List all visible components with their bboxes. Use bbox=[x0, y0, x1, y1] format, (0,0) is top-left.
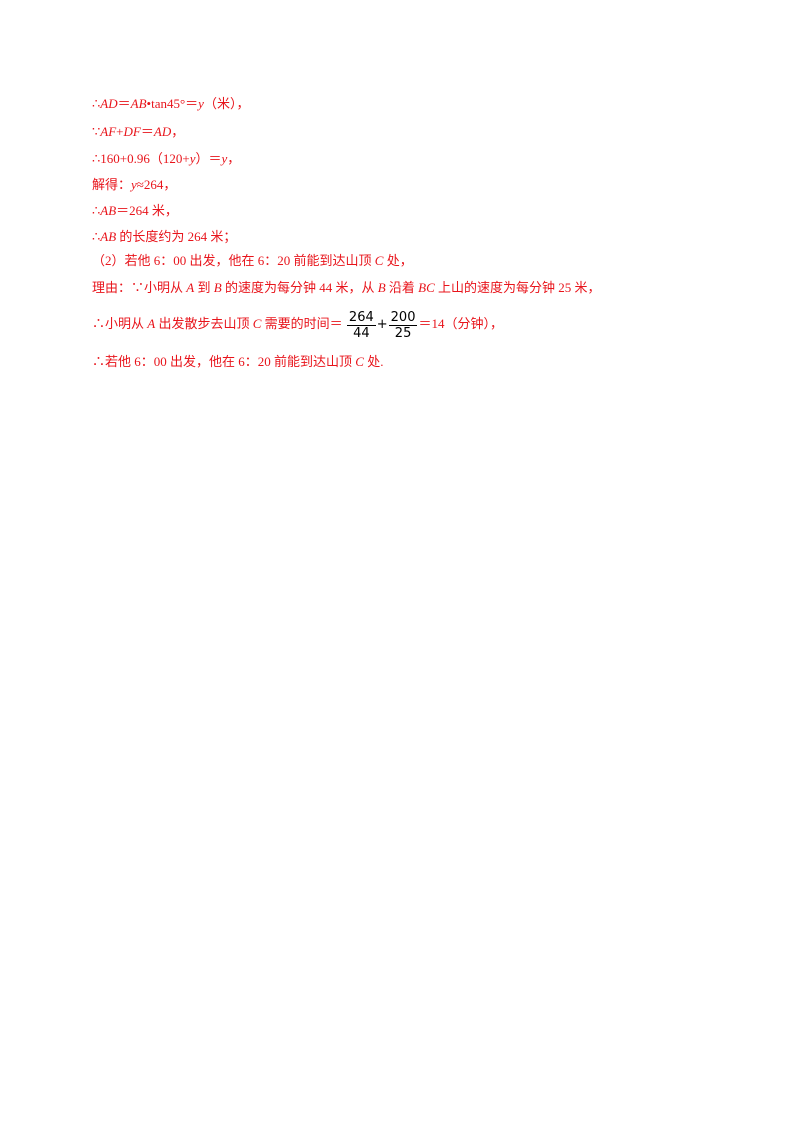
fraction-264-44: 264 44 bbox=[346, 309, 376, 341]
math-variable: B bbox=[213, 280, 222, 295]
fraction-1-numerator: 264 bbox=[346, 309, 376, 326]
math-variable: C bbox=[374, 253, 384, 268]
math-variable: DF bbox=[123, 124, 141, 139]
fraction-200-25: 200 25 bbox=[388, 309, 418, 341]
text-run: （米）， bbox=[203, 96, 250, 111]
line-8: 理由：∵小明从 A 到 B 的速度为每分钟 44 米，从 B 沿着 BC 上山的… bbox=[92, 280, 601, 296]
line-7: （2）若他 6：00 出发，他在 6：20 前能到达山顶 C 处， bbox=[92, 253, 413, 269]
text-run: 处. bbox=[363, 354, 384, 369]
math-variable: y bbox=[189, 151, 196, 166]
text-run: •tan45°＝ bbox=[146, 96, 199, 111]
math-variable: AB bbox=[130, 96, 147, 111]
text-run: ＝ bbox=[140, 124, 154, 139]
math-variable: y bbox=[221, 151, 228, 166]
line-9-prefix: ∴小明从 bbox=[92, 316, 148, 331]
text-run: ∴160+0.96（120+ bbox=[92, 151, 190, 166]
text-run: ， bbox=[227, 151, 241, 166]
math-variable: A bbox=[186, 280, 195, 295]
line-9-after: 需要的时间＝ bbox=[261, 316, 343, 331]
line-9-result: ＝14（分钟）， bbox=[418, 316, 503, 331]
text-run: ∵ bbox=[92, 124, 101, 139]
text-run: 到 bbox=[194, 280, 214, 295]
math-variable: AD bbox=[153, 124, 172, 139]
text-run: ∴ bbox=[92, 96, 101, 111]
text-run: + bbox=[116, 124, 124, 139]
text-run: 解得： bbox=[92, 177, 132, 192]
fraction-1-denominator: 44 bbox=[353, 325, 370, 341]
text-run: ， bbox=[171, 124, 185, 139]
line-9: ∴小明从 A 出发散步去山顶 C 需要的时间＝ 264 44 + 200 25 … bbox=[92, 308, 503, 341]
line-3: ∴160+0.96（120+y）＝y， bbox=[92, 151, 240, 167]
line-10: ∴若他 6：00 出发，他在 6：20 前能到达山顶 C 处. bbox=[92, 354, 383, 370]
fraction-2-numerator: 200 bbox=[388, 309, 418, 326]
text-run: 的速度为每分钟 44 米，从 bbox=[221, 280, 378, 295]
text-run: （2）若他 6：00 出发，他在 6：20 前能到达山顶 bbox=[92, 253, 375, 268]
text-run: ≈264， bbox=[136, 177, 177, 192]
text-run: 的长度约为 264 米； bbox=[116, 229, 237, 244]
line-9-mid: 出发散步去山顶 bbox=[155, 316, 253, 331]
math-variable: AF bbox=[100, 124, 117, 139]
line-1: ∴AD＝AB•tan45°＝y（米）， bbox=[92, 96, 249, 112]
plus-sign: + bbox=[376, 317, 388, 332]
text-run: 沿着 bbox=[385, 280, 419, 295]
line-2: ∵AF+DF＝AD， bbox=[92, 124, 184, 140]
math-variable: y bbox=[131, 177, 137, 192]
math-variable: AD bbox=[100, 96, 118, 111]
text-run: ∴若他 6：00 出发，他在 6：20 前能到达山顶 bbox=[92, 354, 356, 369]
line-9-var-c: C bbox=[252, 316, 262, 331]
line-5: ∴AB＝264 米， bbox=[92, 203, 178, 219]
line-9-var-a: A bbox=[147, 316, 156, 331]
text-run: 处， bbox=[383, 253, 413, 268]
math-variable: C bbox=[355, 354, 364, 369]
text-run: ∴ bbox=[92, 203, 101, 218]
text-run: ∴ bbox=[92, 229, 101, 244]
math-variable: y bbox=[198, 96, 204, 111]
text-run: ＝ bbox=[117, 96, 131, 111]
fraction-2-denominator: 25 bbox=[394, 325, 412, 341]
text-run: ＝264 米， bbox=[116, 203, 178, 218]
math-variable: AB bbox=[100, 203, 117, 218]
line-4: 解得：y≈264， bbox=[92, 177, 176, 193]
line-6: ∴AB 的长度约为 264 米； bbox=[92, 229, 236, 245]
text-run: 上山的速度为每分钟 25 米， bbox=[434, 280, 601, 295]
math-variable: BC bbox=[418, 280, 435, 295]
math-variable: AB bbox=[100, 229, 117, 244]
text-run: 理由：∵小明从 bbox=[92, 280, 187, 295]
text-run: ）＝ bbox=[195, 151, 222, 166]
math-variable: B bbox=[377, 280, 386, 295]
